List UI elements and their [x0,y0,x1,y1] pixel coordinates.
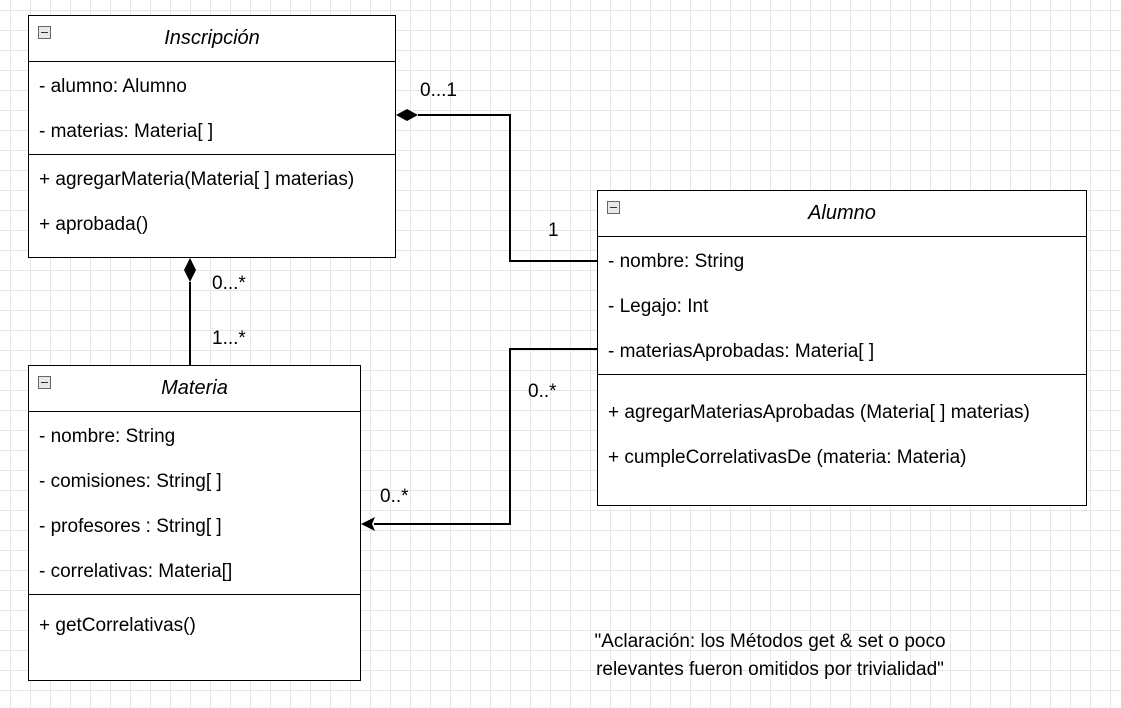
note-line: "Aclaración: los Métodos get & set o poc… [594,631,946,652]
class-alumno-attributes: - nombre: String - Legajo: Int - materia… [598,237,1086,375]
attribute-row[interactable]: - Legajo: Int [608,296,709,317]
attribute-row[interactable]: - alumno: Alumno [39,76,187,97]
inscripcion-alumno-composition-diamond-icon [396,109,418,121]
class-inscripcion-header[interactable]: Inscripción [29,16,395,62]
note-line: relevantes fueron omitidos por trivialid… [596,659,944,680]
class-inscripcion-name: Inscripción [164,27,260,49]
class-materia-attributes: - nombre: String - comisiones: String[ ]… [29,412,360,595]
class-alumno[interactable]: Alumno - nombre: String - Legajo: Int - … [597,190,1087,506]
attribute-row[interactable]: - profesores : String[ ] [39,516,222,537]
multiplicity-label: 0..* [380,486,409,507]
alumno-materia-connector[interactable] [374,348,597,525]
method-row[interactable]: + aprobada() [39,214,149,235]
class-materia-methods: + getCorrelativas() [29,595,360,648]
attribute-row[interactable]: - nombre: String [39,426,176,447]
class-materia[interactable]: Materia - nombre: String - comisiones: S… [28,365,361,681]
collapse-icon[interactable] [38,376,51,389]
collapse-icon[interactable] [607,201,620,214]
attribute-row[interactable]: - nombre: String [608,251,745,272]
clarification-note: "Aclaración: los Métodos get & set o poc… [560,628,980,684]
collapse-icon[interactable] [38,26,51,39]
multiplicity-label: 1 [548,220,559,241]
attribute-row[interactable]: - materiasAprobadas: Materia[ ] [608,341,875,362]
attribute-row[interactable]: - materias: Materia[ ] [39,121,214,142]
class-inscripcion-methods: + agregarMateria(Materia[ ] materias) + … [29,155,395,247]
multiplicity-label: 0...* [212,273,246,294]
inscripcion-alumno-connector[interactable] [418,114,597,262]
class-materia-header[interactable]: Materia [29,366,360,412]
multiplicity-label: 1...* [212,328,246,349]
class-inscripcion[interactable]: Inscripción - alumno: Alumno - materias:… [28,15,396,258]
method-row[interactable]: + agregarMateriasAprobadas (Materia[ ] m… [608,402,1030,423]
attribute-row[interactable]: - correlativas: Materia[] [39,561,233,582]
method-row[interactable]: + cumpleCorrelativasDe (materia: Materia… [608,447,967,468]
inscripcion-materia-composition-diamond-icon [184,258,196,282]
class-alumno-name: Alumno [808,202,876,224]
class-materia-name: Materia [161,377,228,399]
alumno-materia-arrowhead-icon [361,517,375,531]
class-alumno-header[interactable]: Alumno [598,191,1086,237]
attribute-row[interactable]: - comisiones: String[ ] [39,471,222,492]
multiplicity-label: 0..* [528,381,557,402]
class-alumno-methods: + agregarMateriasAprobadas (Materia[ ] m… [598,375,1086,480]
method-row[interactable]: + agregarMateria(Materia[ ] materias) [39,169,355,190]
class-inscripcion-attributes: - alumno: Alumno - materias: Materia[ ] [29,62,395,155]
multiplicity-label: 0...1 [420,80,457,101]
method-row[interactable]: + getCorrelativas() [39,615,196,636]
